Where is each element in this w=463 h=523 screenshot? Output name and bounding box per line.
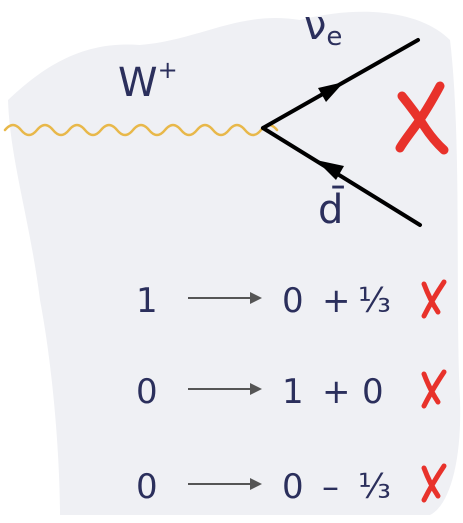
w-boson-label: W+ bbox=[118, 56, 178, 106]
row-3-term2: ⅓ bbox=[358, 467, 391, 507]
row-1-term1: 0 bbox=[282, 281, 304, 321]
row-1-term2: ⅓ bbox=[358, 281, 391, 321]
row-arrow-2 bbox=[188, 383, 262, 395]
row-3-sign: – bbox=[322, 467, 339, 507]
row-2-sign: + bbox=[322, 372, 351, 412]
antiquark-line bbox=[261, 126, 422, 227]
row-1-cross-icon bbox=[421, 279, 447, 319]
neutrino-label: νe bbox=[304, 3, 343, 52]
row-2-initial: 0 bbox=[136, 372, 158, 412]
row-1-sign: + bbox=[322, 281, 351, 321]
antidown-quark-label: d̄ bbox=[318, 187, 344, 233]
row-arrow-3 bbox=[188, 478, 262, 490]
w-boson-wavy-line bbox=[3, 123, 279, 137]
row-3-term1: 0 bbox=[282, 467, 304, 507]
antiquark-arrowhead bbox=[316, 160, 344, 180]
row-1-initial: 1 bbox=[136, 281, 158, 321]
row-2-cross-icon bbox=[421, 369, 447, 409]
neutrino-arrowhead bbox=[318, 82, 344, 102]
row-2-term1: 1 bbox=[282, 372, 304, 412]
row-arrow-1 bbox=[188, 292, 262, 304]
diagram-cross-icon bbox=[395, 81, 449, 155]
background-blob bbox=[8, 11, 461, 515]
row-3-initial: 0 bbox=[136, 467, 158, 507]
row-2-term2: 0 bbox=[362, 372, 384, 412]
row-3-cross-icon bbox=[421, 463, 447, 503]
